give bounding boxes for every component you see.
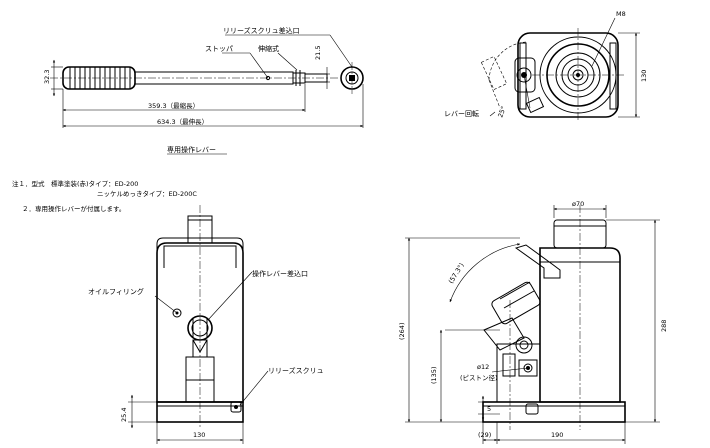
lever-tube: [50, 70, 340, 86]
side-lever-socket: [483, 281, 541, 354]
notes: 注１．型式 標準塗装(赤)タイプ：ED-200 ニッケルめっきタイプ：ED-20…: [12, 179, 197, 213]
dim-side-depth: 190: [551, 431, 563, 439]
label-oil-filling: オイルフィリング: [88, 287, 144, 296]
dim-front-width: 130: [193, 431, 205, 439]
label-telescopic: 伸縮式: [258, 44, 279, 53]
label-thread-m8: M8: [616, 10, 626, 18]
dim-grip-diameter: 32.3: [43, 70, 51, 84]
top-view-lever-socket: [514, 57, 545, 114]
lever-caption: 専用操作レバー: [167, 145, 216, 154]
release-screw: [230, 401, 242, 413]
label-release-screw-port: リリーズスクリュ差込口: [223, 26, 300, 35]
label-lever-port: 操作レバー差込口: [252, 269, 308, 278]
dim-lift-height: (264): [398, 323, 406, 340]
dim-top-height: 130: [640, 70, 648, 82]
dim-lever-angle: (57.3°): [447, 261, 466, 285]
dim-five: 5: [487, 405, 491, 413]
dim-lever-width: 21.5: [314, 46, 322, 60]
label-release-screw: リリーズスクリュ: [268, 366, 324, 375]
top-view: 130 M8 レバー回転 25°: [444, 10, 648, 122]
label-lever-rotation: レバー回転: [444, 110, 479, 118]
side-view: ø70 288 (264) (57.3°) (135) ø12 (ピストン径) …: [398, 200, 668, 444]
label-piston: (ピストン径): [460, 373, 498, 382]
label-stopper: ストッパ: [205, 45, 233, 53]
dim-rotation-angle: 25°: [496, 105, 507, 119]
dim-total-height: 288: [660, 320, 668, 332]
note-line-3: ２．専用操作レバーが付属します。: [22, 204, 125, 213]
dim-longest-length: 634.3（最伸長）: [157, 117, 208, 126]
dim-piston-height: (135): [430, 367, 438, 384]
dim-shortest-length: 359.3（最縮長）: [148, 101, 199, 110]
dim-base-height: 25.4: [120, 408, 128, 422]
dim-offset: (29): [478, 431, 491, 439]
front-view: オイルフィリング 操作レバー差込口 リリーズスクリュ 25.4 130: [88, 205, 324, 444]
oil-filling-plug: [172, 308, 182, 318]
lever-view: 32.3 21.5 ストッパ 伸縮式 リリーズスクリュ差込口 359.3（最縮長…: [43, 26, 364, 155]
note-line-1: 注１．型式 標準塗装(赤)タイプ：ED-200: [12, 179, 138, 188]
note-line-2: ニッケルめっきタイプ：ED-200C: [97, 189, 197, 198]
dim-saddle-diameter: ø70: [572, 200, 584, 208]
dim-piston-diameter: ø12: [477, 363, 489, 371]
